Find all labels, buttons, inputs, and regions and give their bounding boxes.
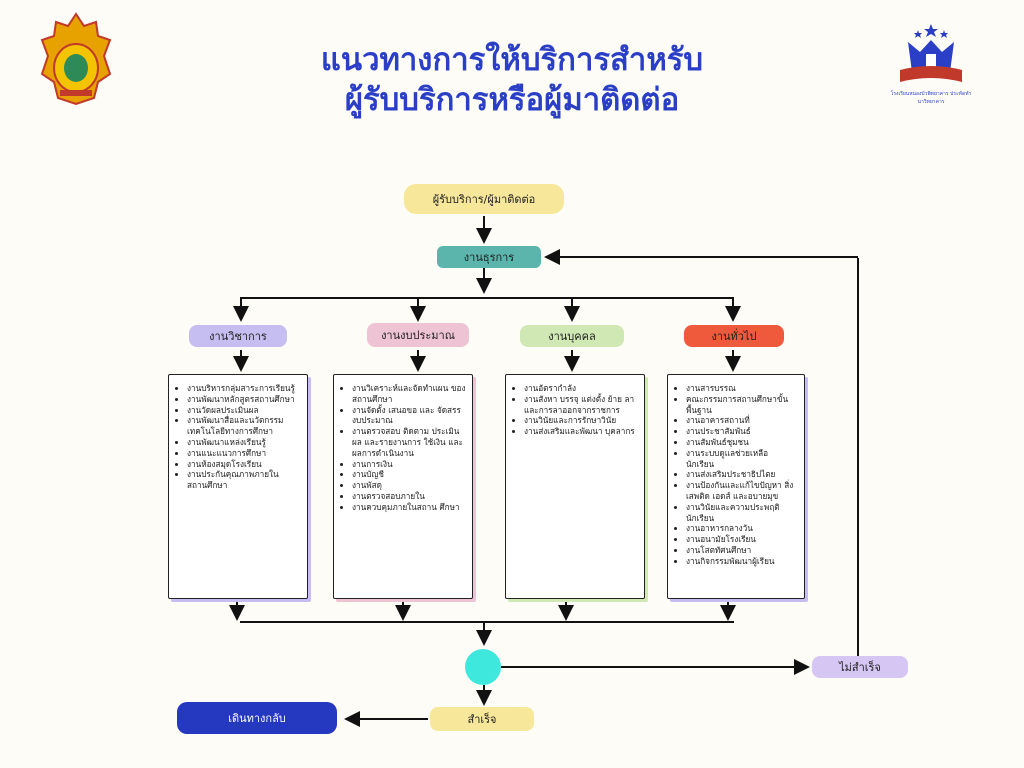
task-item: งานตรวจสอบภายใน (352, 491, 466, 502)
admin-node: งานธุรการ (437, 246, 541, 268)
task-item: งานโสตทัศนศึกษา (686, 545, 798, 556)
dept-budget: งานงบประมาณ (367, 323, 469, 347)
task-item: งานอาคารสถานที่ (686, 415, 798, 426)
dept-academic: งานวิชาการ (189, 325, 287, 347)
task-item: งานบริหารกลุ่มสาระการเรียนรู้ (187, 383, 301, 394)
task-item: งานประชาสัมพันธ์ (686, 426, 798, 437)
school-logo: โรงเรียนหนองบัวพิทยาคาร ประทัดทำนาวิทยาค… (890, 22, 972, 105)
school-logo-caption: โรงเรียนหนองบัวพิทยาคาร ประทัดทำนาวิทยาค… (890, 91, 972, 105)
task-item: งานวินัยและการรักษาวินัย (524, 415, 638, 426)
budget-task-list: งานวิเคราะห์และจัดทำแผน ของสถานศึกษางานจ… (333, 374, 473, 599)
task-item: งานประกันคุณภาพภายใน สถานศึกษา (187, 469, 301, 491)
task-item: งานพัฒนาสื่อและนวัตกรรม เทคโนโลยีทางการศ… (187, 415, 301, 437)
academic-task-list: งานบริหารกลุ่มสาระการเรียนรู้งานพัฒนาหลั… (168, 374, 308, 599)
dept-personnel: งานบุคคล (520, 325, 624, 347)
task-item: งานกิจกรรมพัฒนาผู้เรียน (686, 556, 798, 567)
task-item: คณะกรรมการสถานศึกษาขั้น พื้นฐาน (686, 394, 798, 416)
task-item: งานวัดผลประเมินผล (187, 405, 301, 416)
task-item: งานแนะแนวการศึกษา (187, 448, 301, 459)
task-item: งานพัฒนาแหล่งเรียนรู้ (187, 437, 301, 448)
page-title-line-2: ผู้รับบริการหรือผู้มาติดต่อ (344, 82, 680, 118)
task-item: งานบัญชี (352, 469, 466, 480)
task-item: งานจัดตั้ง เสนอขอ และ จัดสรร งบประมาณ (352, 405, 466, 427)
success-node: สำเร็จ (430, 707, 534, 731)
general-task-list: งานสารบรรณคณะกรรมการสถานศึกษาขั้น พื้นฐา… (667, 374, 805, 599)
task-item: งานวินัยและความประพฤติ นักเรียน (686, 502, 798, 524)
task-item: งานสังหา บรรจุ แต่งตั้ง ย้าย ลา และการลา… (524, 394, 638, 416)
task-item: งานส่งเสริมและพัฒนา บุคลากร (524, 426, 638, 437)
ministry-seal-logo (40, 12, 112, 108)
page-title-line-1: แนวทางการให้บริการสำหรับ (320, 42, 704, 78)
task-item: งานสารบรรณ (686, 383, 798, 394)
task-item: งานการเงิน (352, 459, 466, 470)
task-item: งานสัมพันธ์ชุมชน (686, 437, 798, 448)
task-item: งานอัตรากำลัง (524, 383, 638, 394)
task-item: งานห้องสมุดโรงเรียน (187, 459, 301, 470)
task-item: งานป้องกันและแก้ไขปัญหา สิ่งเสพติด เอดส์… (686, 480, 798, 502)
task-item: งานพัฒนาหลักสูตรสถานศึกษา (187, 394, 301, 405)
start-node: ผู้รับบริการ/ผู้มาติดต่อ (404, 184, 564, 214)
decision-node (465, 649, 501, 685)
task-item: งานส่งเสริมประชาธิปไตย (686, 469, 798, 480)
page-title: แนวทางการให้บริการสำหรับ ผู้รับบริการหรื… (200, 40, 824, 120)
return-node: เดินทางกลับ (177, 702, 337, 734)
task-item: งานตรวจสอบ ติดตาม ประเมินผล และรายงานการ… (352, 426, 466, 458)
personnel-task-list: งานอัตรากำลังงานสังหา บรรจุ แต่งตั้ง ย้า… (505, 374, 645, 599)
fail-node: ไม่สำเร็จ (812, 656, 908, 678)
task-item: งานควบคุมภายในสถาน ศึกษา (352, 502, 466, 513)
task-item: งานพัสดุ (352, 480, 466, 491)
dept-general: งานทั่วไป (684, 325, 784, 347)
task-item: งานระบบดูแลช่วยเหลือ นักเรียน (686, 448, 798, 470)
task-item: งานอาหารกลางวัน (686, 523, 798, 534)
task-item: งานอนามัยโรงเรียน (686, 534, 798, 545)
task-item: งานวิเคราะห์และจัดทำแผน ของสถานศึกษา (352, 383, 466, 405)
